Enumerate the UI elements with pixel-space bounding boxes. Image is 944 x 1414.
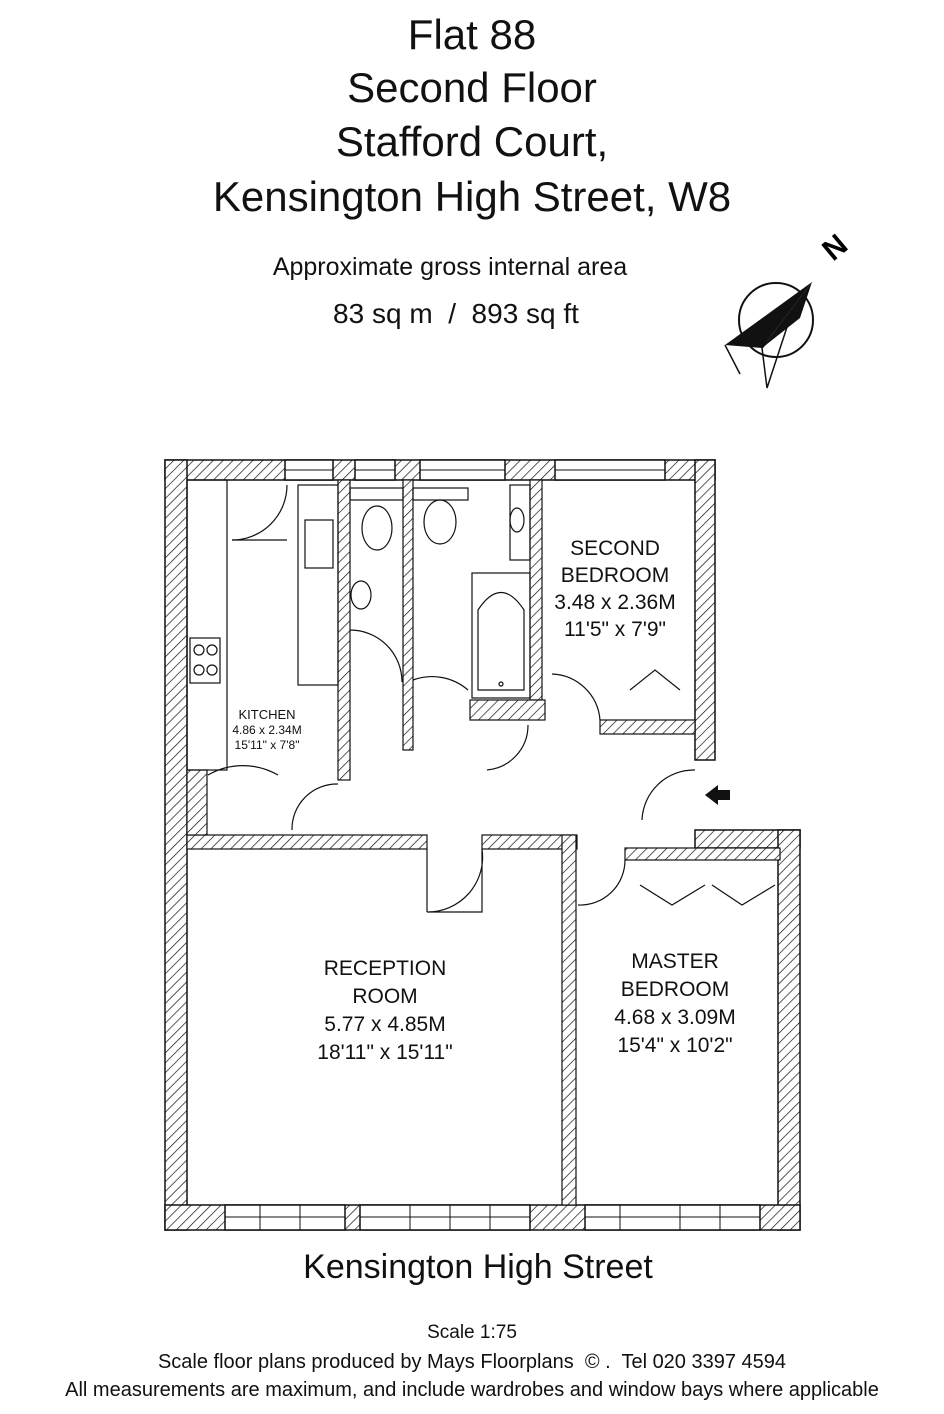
svg-text:RECEPTION: RECEPTION [324,957,447,980]
north-arrow-icon: N [724,228,854,389]
top-windows [284,459,666,481]
svg-text:5.77 x 4.85M: 5.77 x 4.85M [324,1013,445,1036]
entrance-arrow-icon [705,785,730,805]
master-bedroom-label: MASTER BEDROOM 4.68 x 3.09M 15'4" x 10'2… [614,950,735,1057]
reception-label: RECEPTION ROOM 5.77 x 4.85M 18'11" x 15'… [317,957,452,1064]
area-value: 83 sq m / 893 sq ft [333,298,579,329]
kitchen-units [186,479,339,771]
flat-title: Flat 88 [407,11,537,58]
kitchen-label: KITCHEN 4.86 x 2.34M 15'11" x 7'8" [232,707,301,752]
svg-text:4.68 x 3.09M: 4.68 x 3.09M [614,1006,735,1029]
svg-text:MASTER: MASTER [631,950,719,973]
svg-text:3.48 x 2.36M: 3.48 x 2.36M [554,591,675,614]
svg-text:KITCHEN: KITCHEN [238,707,295,722]
svg-text:4.86 x 2.34M: 4.86 x 2.34M [232,723,301,737]
building-title: Stafford Court, [335,118,609,165]
internal-walls [186,479,781,1206]
svg-text:15'4" x 10'2": 15'4" x 10'2" [617,1034,732,1057]
credit-line: Scale floor plans produced by Mays Floor… [157,1351,787,1373]
bathroom-fixtures [349,484,601,721]
north-label: N [816,228,854,267]
second-bedroom-label: SECOND BEDROOM 3.48 x 2.36M 11'5" x 7'9" [554,537,675,641]
svg-text:BEDROOM: BEDROOM [561,564,670,587]
street-label: Kensington High Street [303,1248,653,1286]
svg-text:11'5" x 7'9": 11'5" x 7'9" [564,618,666,641]
scale-label: Scale 1:75 [427,1322,517,1343]
disclaimer-line: All measurements are maximum, and includ… [65,1379,879,1401]
area-caption: Approximate gross internal area [272,253,628,281]
svg-text:BEDROOM: BEDROOM [621,978,730,1001]
svg-text:ROOM: ROOM [352,985,417,1008]
bottom-windows [224,1204,761,1231]
svg-text:SECOND: SECOND [570,537,660,560]
floor-title: Second Floor [347,64,597,111]
svg-text:15'11" x 7'8": 15'11" x 7'8" [235,738,300,752]
svg-text:18'11" x 15'11": 18'11" x 15'11" [317,1041,452,1064]
doors [207,669,776,913]
street-title: Kensington High Street, W8 [212,173,732,220]
